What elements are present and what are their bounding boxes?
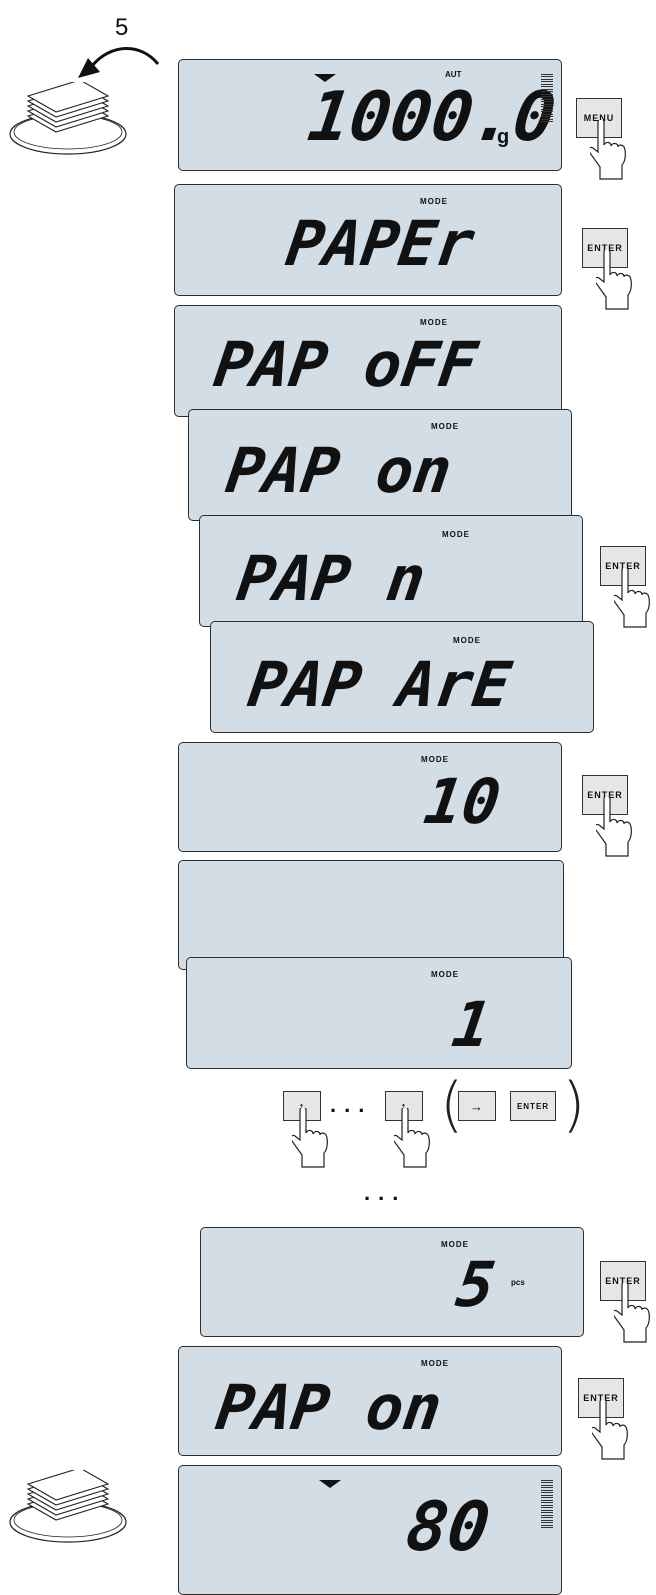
display-text: PAP oFF — [211, 334, 481, 396]
right-arrow-button[interactable]: → — [458, 1091, 496, 1121]
lcd-display-pap-on: MODE PAP on — [188, 409, 572, 521]
bargraph-scale — [541, 72, 553, 124]
pressing-hand-icon — [592, 1400, 632, 1460]
paper-stack-on-pan-icon — [8, 82, 133, 162]
lcd-display-pap-on-final: MODE PAP on — [178, 1346, 562, 1456]
lcd-display-pap-n: MODE PAP n — [199, 515, 583, 627]
display-text: PAP n — [234, 548, 429, 610]
pressing-hand-icon — [394, 1108, 434, 1168]
pressing-hand-icon — [614, 568, 654, 628]
display-text: PAPEr — [283, 213, 478, 275]
mode-indicator: MODE — [453, 636, 481, 645]
lcd-display-blank: _ — [178, 860, 564, 970]
display-text: PAP on — [223, 440, 456, 502]
curved-arrow-icon — [70, 36, 170, 86]
pcs-unit: pcs — [511, 1278, 525, 1287]
weight-readout: 1000.0 — [304, 84, 559, 152]
display-text: 1 — [449, 994, 495, 1056]
display-text: _ — [443, 899, 488, 959]
display-text: PAP ArE — [245, 654, 515, 716]
enter-button[interactable]: ENTER — [510, 1091, 556, 1121]
ellipsis: ... — [364, 1180, 406, 1206]
mode-indicator: MODE — [420, 318, 448, 327]
lcd-display-paper: MODE PAPEr — [174, 184, 562, 296]
mode-indicator: MODE — [421, 1359, 449, 1368]
lcd-display-count-5: MODE 5 pcs — [200, 1227, 584, 1337]
pressing-hand-icon — [590, 120, 630, 180]
pressing-hand-icon — [292, 1108, 332, 1168]
display-text: PAP on — [213, 1377, 446, 1439]
ellipsis: ... — [330, 1092, 372, 1118]
weight-unit: g — [497, 126, 509, 149]
bargraph-scale — [541, 1478, 553, 1530]
lcd-display-pap-are: MODE PAP ArE — [210, 621, 594, 733]
lcd-display-count-10: MODE 10 — [178, 742, 562, 852]
close-bracket: ) — [562, 1070, 585, 1140]
lcd-display-weight: AUT 1000.0 g — [178, 59, 562, 171]
pressing-hand-icon — [596, 250, 636, 310]
lcd-display-count-80: 80 — [178, 1465, 562, 1595]
mode-indicator: MODE — [420, 197, 448, 206]
pressing-hand-icon — [614, 1283, 654, 1343]
display-text: 5 — [453, 1254, 499, 1316]
mode-indicator: MODE — [431, 970, 459, 979]
display-text: 10 — [421, 771, 504, 833]
stability-indicator-icon — [319, 1480, 341, 1488]
lcd-display-pap-off: MODE PAP oFF — [174, 305, 562, 417]
mode-indicator: MODE — [431, 422, 459, 431]
pressing-hand-icon — [596, 797, 636, 857]
display-text: 80 — [402, 1494, 493, 1562]
paper-stack-on-pan-icon — [8, 1470, 133, 1550]
mode-indicator: MODE — [421, 755, 449, 764]
lcd-display-count-1: MODE 1 — [186, 957, 572, 1069]
mode-indicator: MODE — [442, 530, 470, 539]
